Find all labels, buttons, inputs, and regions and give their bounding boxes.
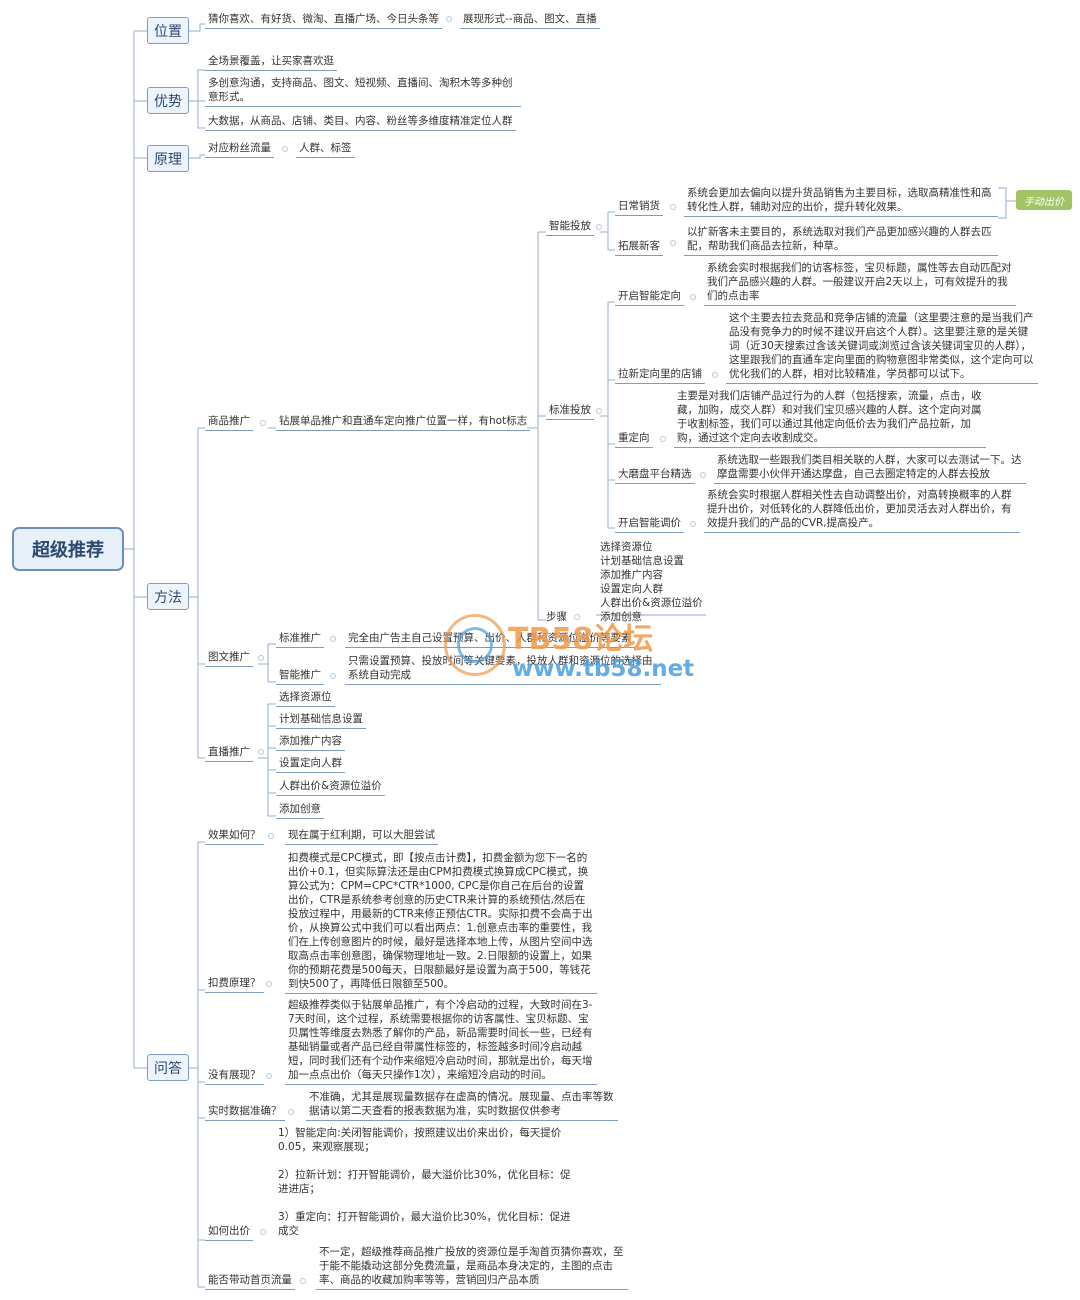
principle-item: 对应粉丝流量 [205,141,274,158]
collapse-dot[interactable] [690,294,696,300]
collapse-dot[interactable] [258,655,264,661]
collapse-dot[interactable] [574,614,580,620]
live-item: 选择资源位 [276,690,335,707]
qa-a1: 现在属于红利期，可以大胆尝试 [285,828,438,845]
live-item: 添加创意 [276,802,324,819]
product-steps: 步骤 [546,611,567,623]
collapse-dot[interactable] [596,224,602,230]
standard-item-2: 拉新定向里的店铺 [615,367,705,384]
root-node[interactable]: 超级推荐 [12,527,124,571]
graphic-smart: 智能推广 [276,668,324,685]
collapse-dot[interactable] [330,636,336,642]
steps-item: 设置定向人群 [600,583,663,595]
product-standard: 标准投放 [546,403,594,420]
node-method[interactable]: 方法 [147,583,189,610]
collapse-dot[interactable] [282,146,288,152]
qa-a5-line: 2）拉新计划：打开智能调价，最大溢价比30%，优化目标：促进进店； [278,1169,571,1195]
collapse-dot[interactable] [712,372,718,378]
qa-a6: 不一定，超级推荐商品推广投放的资源位是手淘首页猜你喜欢，至于能不能撬动这部分免费… [316,1245,628,1290]
collapse-dot[interactable] [266,1073,272,1079]
steps-item: 人群出价&资源位溢价 [600,597,703,609]
standard-item-1: 开启智能定向 [615,289,684,306]
product-smart: 智能投放 [546,219,594,236]
steps-item: 添加创意 [600,611,642,623]
smart-daily: 日常销货 [615,199,663,216]
watermark-title: TB58论坛 [508,622,654,657]
steps-item: 添加推广内容 [600,569,663,581]
qa-q3: 没有展现？ [205,1068,264,1085]
manual-bid-tag[interactable]: 手动出价 [1016,190,1072,210]
principle-sub: 人群、标签 [296,141,355,158]
smart-newcust: 拓展新客 [615,239,663,256]
live-item: 人群出价&资源位溢价 [276,779,385,796]
live-item: 计划基础信息设置 [276,712,366,729]
qa-q2: 扣费原理？ [205,976,264,993]
collapse-dot[interactable] [260,420,266,426]
collapse-dot[interactable] [596,408,602,414]
qa-a5-line: 3）重定向：打开智能调价，最大溢价比30%，优化目标：促进成交 [278,1211,571,1237]
qa-q1: 效果如何？ [205,828,264,845]
watermark-url: www.tb58.net [512,656,695,682]
node-position[interactable]: 位置 [147,17,189,44]
standard-item-4-text: 系统选取一些跟我们类目相关联的人群，大家可以去测试一下。达摩盘需要小伙伴开通达摩… [714,453,1026,484]
smart-newcust-text: 以扩新客未主要目的，系统选取对我们产品更加感兴趣的人群去匹配，帮助我们商品去拉新… [684,225,998,256]
steps-list: 选择资源位 计划基础信息设置 添加推广内容 设置定向人群 人群出价&资源位溢价 … [600,540,703,624]
position-places: 猜你喜欢、有好货、微淘、直播广场、今日头条等 [205,12,442,29]
live-item: 添加推广内容 [276,734,345,751]
advantage-item-1: 全场景覆盖，让买家喜欢逛 [205,54,337,71]
collapse-dot[interactable] [446,16,452,22]
collapse-dot[interactable] [258,749,264,755]
position-display: 展现形式--商品、图文、直播 [460,12,600,29]
watermark-logo-icon [444,614,506,676]
standard-item-1-text: 系统会实时根据我们的访客标签，宝贝标题，属性等去自动匹配对我们产品感兴趣的人群。… [704,261,1016,306]
collapse-dot[interactable] [300,1278,306,1284]
qa-q5: 如何出价 [205,1224,253,1241]
qa-q6: 能否带动首页流量 [205,1273,295,1290]
collapse-dot[interactable] [700,472,706,478]
collapse-dot[interactable] [690,521,696,527]
collapse-dot[interactable] [266,981,272,987]
method-product: 商品推广 [205,414,253,431]
qa-a5: 1）智能定向:关闭智能调价，按照建议出价来出价，每天提价0.05，来观察展现； … [278,1126,578,1238]
standard-item-2-text: 这个主要去拉去竞品和竞争店铺的流量（这里要注意的是当我们产品没有竞争力的时候不建… [726,311,1038,384]
product-desc: 钻展单品推广和直通车定向推广位置一样，有hot标志 [276,414,531,431]
node-advantage[interactable]: 优势 [147,87,189,114]
standard-item-5: 开启智能调价 [615,516,684,533]
node-qa[interactable]: 问答 [147,1054,189,1081]
advantage-item-2: 多创意沟通，支持商品、图文、短视频、直播间、淘积木等多种创意形式。 [205,76,521,107]
collapse-dot[interactable] [670,240,676,246]
live-item: 设置定向人群 [276,756,345,773]
qa-a5-line: 1）智能定向:关闭智能调价，按照建议出价来出价，每天提价0.05，来观察展现； [278,1127,562,1153]
method-live: 直播推广 [205,745,253,762]
qa-a2: 扣费模式是CPC模式，即【按点击计费】，扣费金额为您下一名的出价+0.1，但实际… [285,851,597,994]
steps-item: 计划基础信息设置 [600,555,684,567]
method-graphic: 图文推广 [205,650,253,667]
standard-item-4: 大磨盘平台精选 [615,467,695,484]
advantage-item-3: 大数据，从商品、店铺、类目、内容、粉丝等多维度精准定位人群 [205,114,516,131]
standard-item-3: 重定向 [615,431,653,448]
steps-item: 选择资源位 [600,541,653,553]
smart-daily-text: 系统会更加去偏向以提升货品销售为主要目标，选取高精准性和高转化性人群，辅助对应的… [684,186,998,217]
node-principle[interactable]: 原理 [147,145,189,172]
qa-a4: 不准确，尤其是展现量数据存在虚高的情况。展现量、点击率等数据请以第二天查看的报表… [306,1090,618,1121]
qa-q4: 实时数据准确？ [205,1104,285,1121]
graphic-standard: 标准推广 [276,631,324,648]
collapse-dot[interactable] [660,436,666,442]
collapse-dot[interactable] [330,673,336,679]
collapse-dot[interactable] [268,833,274,839]
qa-a3: 超级推荐类似于钻展单品推广，有个冷启动的过程，大致时间在3-7天时间，这个过程，… [285,998,597,1085]
standard-item-3-text: 主要是对我们店铺产品过行为的人群（包括搜索，流量，点击，收藏，加购，成交人群）和… [674,389,986,448]
collapse-dot[interactable] [288,1109,294,1115]
collapse-dot[interactable] [670,204,676,210]
collapse-dot[interactable] [260,1229,266,1235]
standard-item-5-text: 系统会实时根据人群相关性去自动调整出价，对高转换概率的人群提升出价，对低转化的人… [704,488,1020,533]
